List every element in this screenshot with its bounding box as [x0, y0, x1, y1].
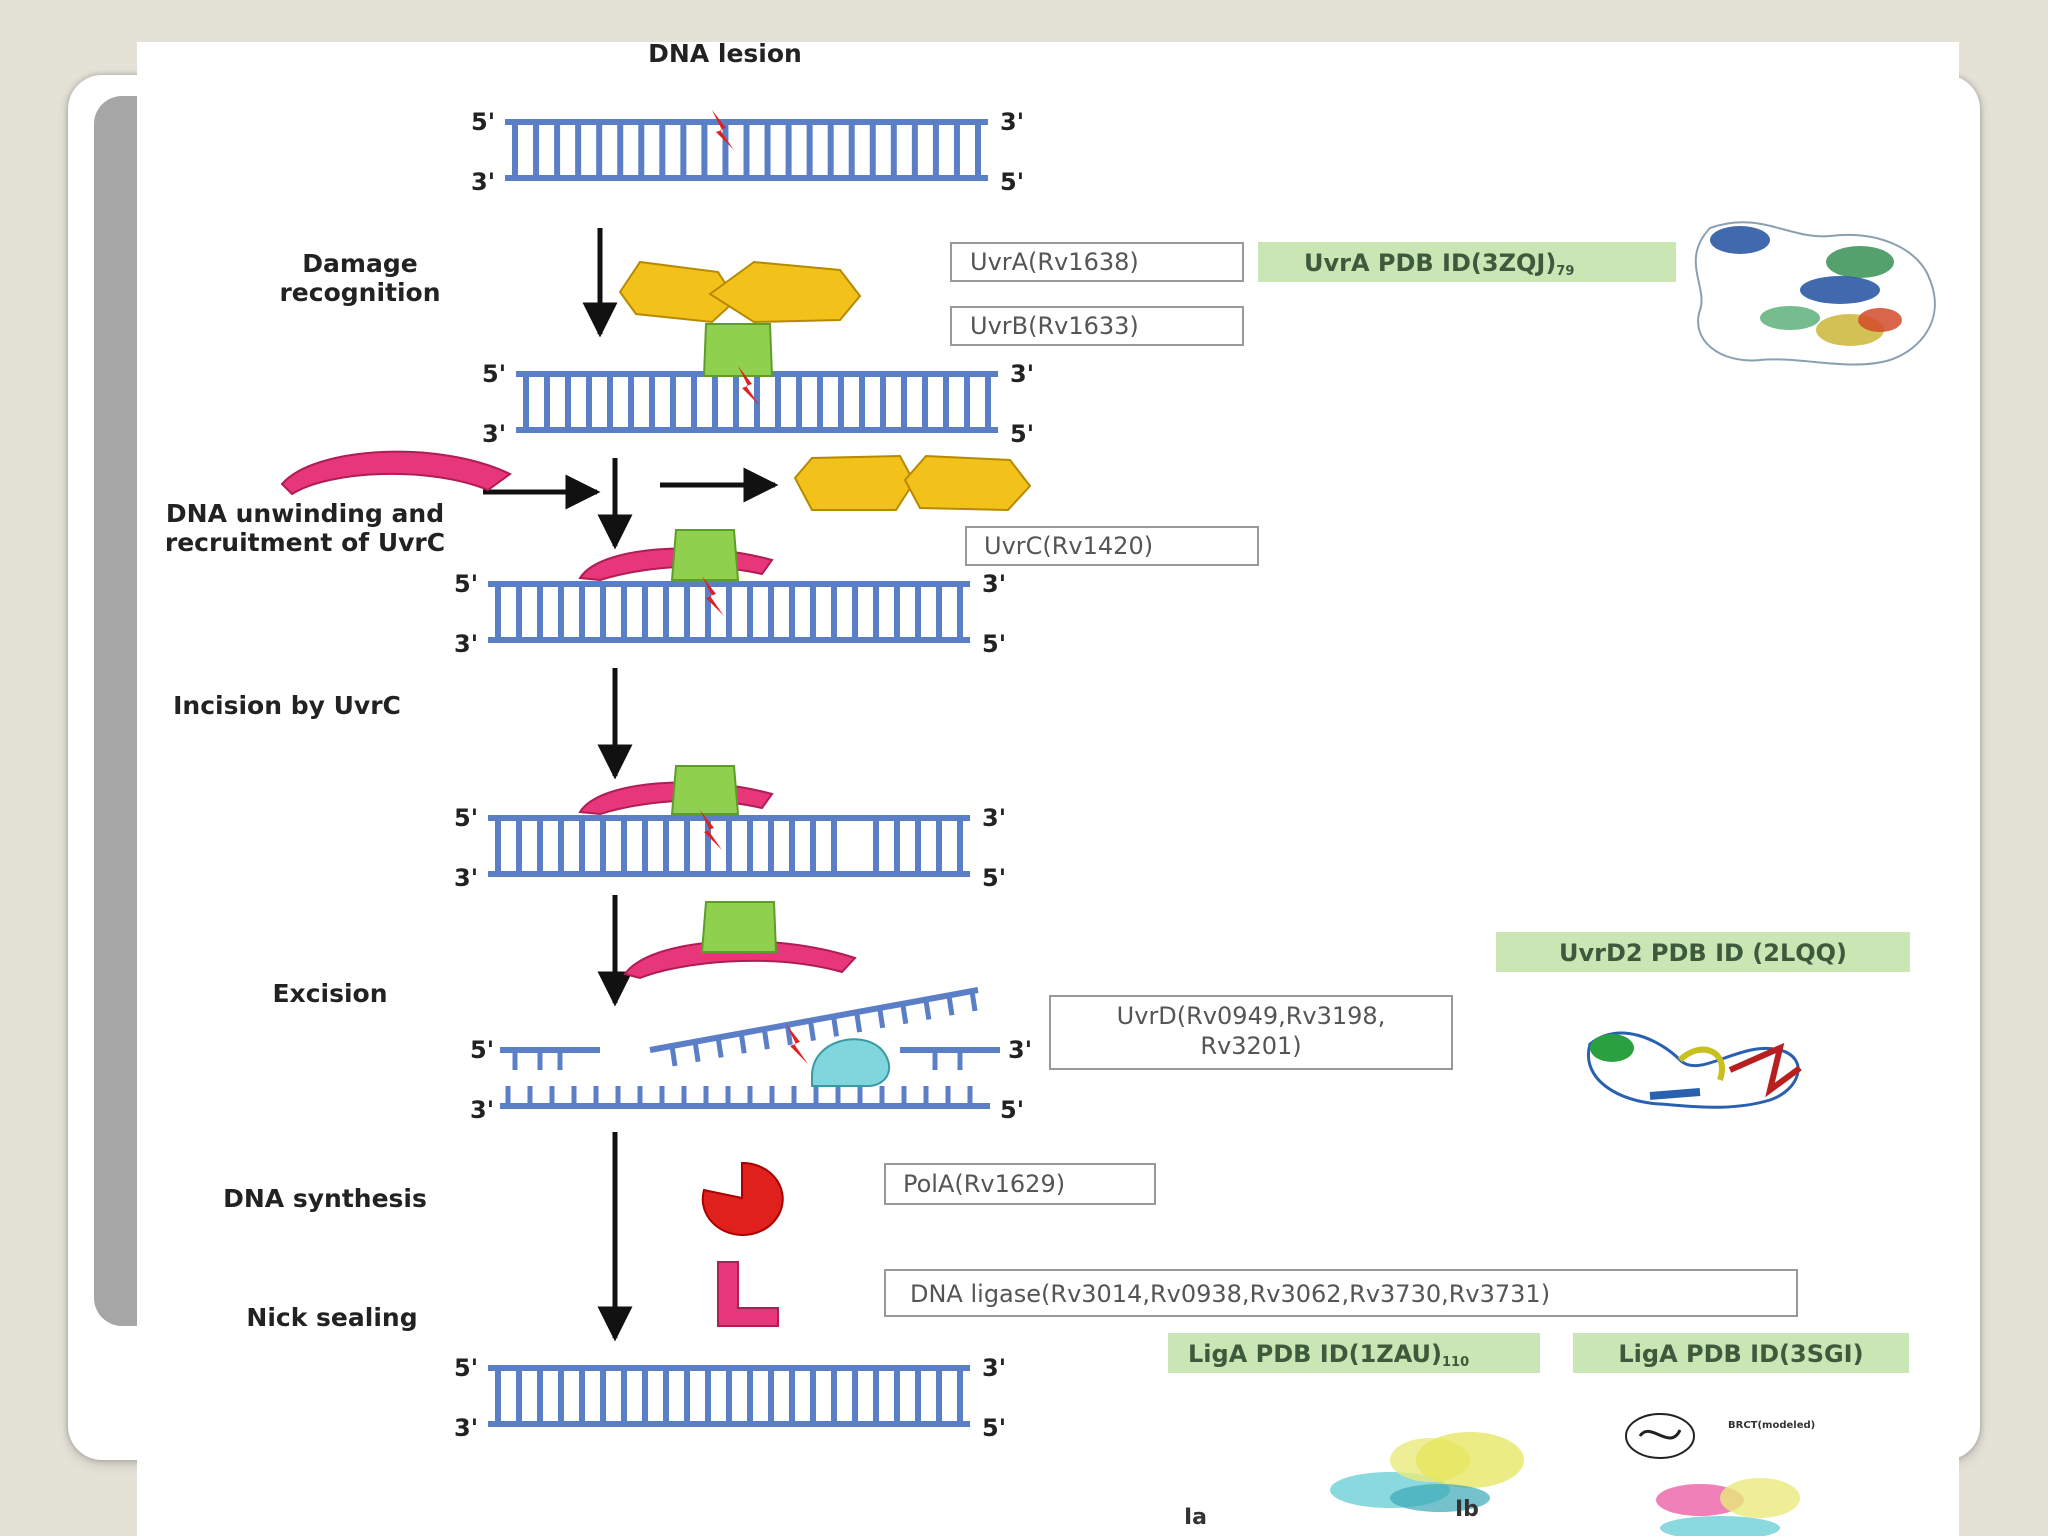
- pdb-box-liga1: [1168, 1333, 1540, 1373]
- end-3prime-bottom-6: 3': [454, 1414, 478, 1442]
- lesion-bolt-3: [702, 576, 724, 616]
- pdb-uvrd2: UvrD2 PDB ID (2LQQ): [1559, 939, 1847, 967]
- gene-uvrd-line2: Rv3201): [1200, 1032, 1301, 1060]
- uvrb-released: [700, 901, 778, 953]
- step-damage-recognition-line2: recognition: [279, 278, 440, 307]
- end-5prime-bottom-1: 5': [1000, 168, 1024, 196]
- dna-duplex-3: 5' 3' 3' 5': [454, 570, 1006, 658]
- ligase-enzyme: [717, 1261, 779, 1327]
- pdb-liga1: LigA PDB ID(1ZAU)110: [1188, 1340, 1469, 1370]
- dna-duplexes: 5'3'3'5'5'3'3'5'5'3'3'5'5'3'3'5'5'3'3'5'…: [454, 108, 1034, 1442]
- lesion-bolt-1: [712, 110, 734, 150]
- pdb-box-uvra: [1258, 242, 1676, 282]
- step-unwinding-line2: recruitment of UvrC: [165, 528, 445, 557]
- lesion-bolt-5: [786, 1024, 808, 1064]
- liga-3sgi-structure-image: BRCT(modeled): [1625, 1413, 1815, 1536]
- uvra-released: [793, 454, 1032, 512]
- gene-uvra: UvrA(Rv1638): [970, 248, 1139, 276]
- dna-duplex-6: 5' 3' 3' 5': [454, 1354, 1006, 1442]
- label-ia: Ia: [1184, 1505, 1207, 1530]
- pdb-box-uvrd2: [1496, 932, 1910, 972]
- end-5prime-top-2: 5': [482, 360, 506, 388]
- dna-duplex-4: 5' 3' 3' 5': [454, 804, 1006, 892]
- end-5prime-bottom-6: 5': [982, 1414, 1006, 1442]
- pdb-uvra: UvrA PDB ID(3ZQJ)79: [1304, 249, 1574, 279]
- step-unwinding-line1: DNA unwinding and: [166, 499, 444, 528]
- end-5prime-bottom-3: 5': [982, 630, 1006, 658]
- box-uvra: [950, 242, 1244, 282]
- end-3prime-top-3: 3': [982, 570, 1006, 598]
- end-3prime-top-2: 3': [1010, 360, 1034, 388]
- box-pola: [884, 1163, 1156, 1205]
- step-nick-sealing: Nick sealing: [246, 1303, 417, 1332]
- uvra-dimer: [618, 260, 862, 324]
- gene-uvrb: UvrB(Rv1633): [970, 312, 1139, 340]
- box-uvrb: [950, 306, 1244, 346]
- end-5prime-top-6: 5': [454, 1354, 478, 1382]
- end-3prime-bottom-2: 3': [482, 420, 506, 448]
- end-5prime-bottom-2: 5': [1010, 420, 1034, 448]
- end-5prime-bottom-4: 5': [982, 864, 1006, 892]
- box-uvrd: [1049, 995, 1453, 1070]
- uvrd-helicase: [811, 1038, 891, 1087]
- box-uvrc: [965, 526, 1259, 566]
- gene-uvrc: UvrC(Rv1420): [984, 532, 1153, 560]
- uvrb-protein: [702, 323, 774, 377]
- end-3prime-bottom-1: 3': [471, 168, 495, 196]
- liga-1zau-structure-image: Ia Ib: [1184, 1432, 1524, 1530]
- end-3prime-bottom-4: 3': [454, 864, 478, 892]
- gene-pola: PolA(Rv1629): [903, 1170, 1065, 1198]
- uvrb-bound-1: [670, 529, 740, 581]
- pola-polymerase: [701, 1161, 784, 1236]
- dna-duplex-1: 5' 3' 3' 5': [471, 108, 1024, 196]
- uvrc-released: [623, 940, 857, 980]
- end-3prime-bottom-5: 3': [470, 1096, 494, 1124]
- end-3prime-bottom-3: 3': [454, 630, 478, 658]
- uvrb-bound-2: [670, 765, 740, 815]
- pdb-liga2: LigA PDB ID(3SGI): [1618, 1340, 1863, 1368]
- gene-ligase: DNA ligase(Rv3014,Rv0938,Rv3062,Rv3730,R…: [910, 1280, 1550, 1308]
- end-5prime-top-1: 5': [471, 108, 495, 136]
- uvra-structure-image: [1694, 221, 1936, 366]
- uvrc-free: [280, 450, 512, 496]
- lesion-bolt-2: [738, 366, 760, 406]
- end-5prime-top-5: 5': [470, 1036, 494, 1064]
- step-dna-synthesis: DNA synthesis: [223, 1184, 427, 1213]
- end-5prime-top-3: 5': [454, 570, 478, 598]
- step-excision: Excision: [272, 979, 387, 1008]
- end-5prime-bottom-5: 5': [1000, 1096, 1024, 1124]
- end-3prime-top-5: 3': [1008, 1036, 1032, 1064]
- gene-uvrd-line1: UvrD(Rv0949,Rv3198,: [1117, 1002, 1386, 1030]
- pdb-box-liga2: [1573, 1333, 1909, 1373]
- end-3prime-top-1: 3': [1000, 108, 1024, 136]
- lesion-marks: [700, 110, 808, 1064]
- lesion-bolt-4: [700, 810, 722, 850]
- label-bact: BRCT(modeled): [1728, 1420, 1815, 1431]
- end-5prime-top-4: 5': [454, 804, 478, 832]
- end-3prime-top-4: 3': [982, 804, 1006, 832]
- step-damage-recognition-line1: Damage: [302, 249, 417, 278]
- box-ligase: [884, 1269, 1798, 1317]
- step-incision: Incision by UvrC: [173, 691, 401, 720]
- dna-duplex-5-excision: 5' 3' 3' 5': [470, 987, 1032, 1124]
- uvrd2-structure-image: [1587, 1031, 1802, 1109]
- title-dna-lesion: DNA lesion: [648, 39, 802, 68]
- uvra-right-lobe: [708, 260, 862, 324]
- label-ib: Ib: [1455, 1497, 1479, 1522]
- end-3prime-top-6: 3': [982, 1354, 1006, 1382]
